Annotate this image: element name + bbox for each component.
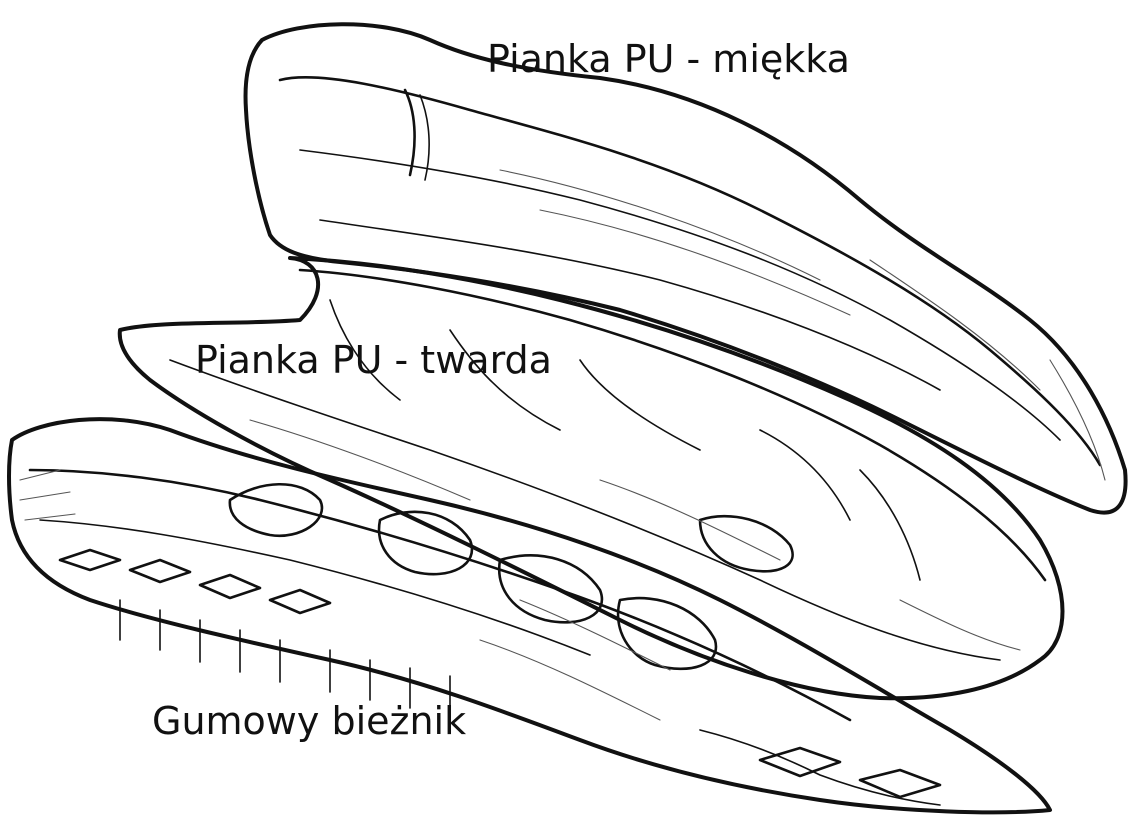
label-soft-pu-foam: Pianka PU - miękka (487, 40, 850, 78)
label-rubber-tread: Gumowy bieżnik (152, 702, 466, 740)
rubber-tread-layer (9, 419, 1050, 812)
soft-pu-foam-layer (246, 24, 1126, 512)
hard-pu-foam-layer (120, 258, 1063, 698)
label-hard-pu-foam: Pianka PU - twarda (195, 341, 552, 379)
